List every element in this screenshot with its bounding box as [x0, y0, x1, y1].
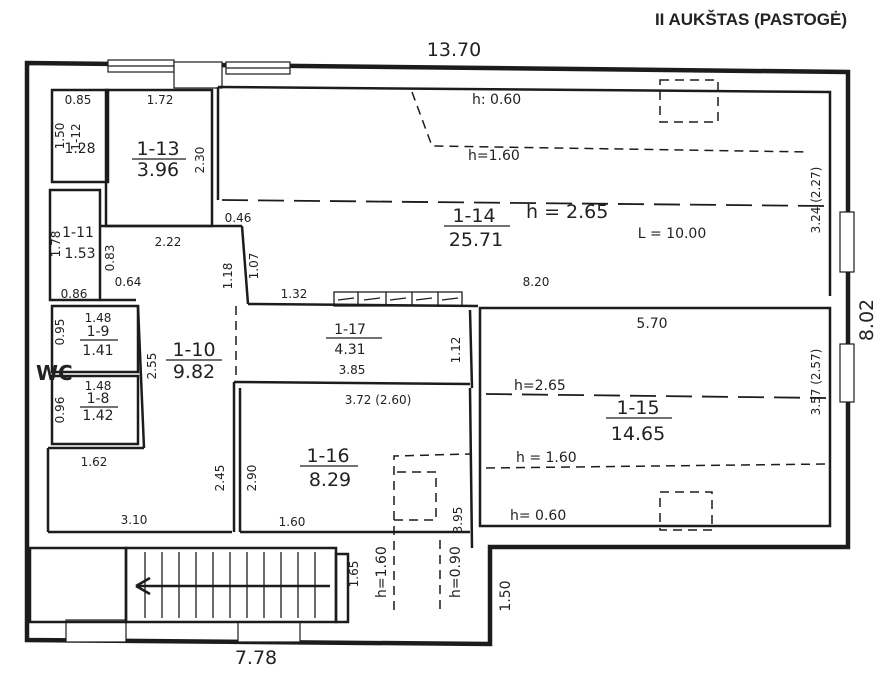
svg-text:h=1.60: h=1.60	[468, 148, 520, 164]
room-area: 8.29	[309, 469, 351, 491]
dim-right-height: 8.02	[856, 299, 878, 341]
svg-text:1.32: 1.32	[281, 287, 308, 301]
svg-text:3.85: 3.85	[339, 363, 366, 377]
plan-title: II AUKŠTAS (PASTOGĖ)	[654, 10, 847, 29]
svg-text:3.57 (2.57): 3.57 (2.57)	[809, 349, 823, 416]
svg-text:1.78: 1.78	[49, 231, 63, 258]
room-area: 1.41	[82, 343, 113, 359]
room-1-13: 1-13 3.96	[132, 138, 186, 181]
room-1-17: 1-17 4.31	[326, 322, 382, 358]
room-area: 4.31	[334, 342, 365, 358]
room-1-11: 1-11 1.53	[62, 225, 95, 262]
svg-text:L = 10.00: L = 10.00	[638, 226, 707, 242]
window-bottom-2	[237, 621, 301, 643]
window-right-1	[839, 211, 855, 273]
svg-text:h=0.90: h=0.90	[448, 546, 464, 598]
room-area: 3.96	[137, 159, 179, 181]
svg-text:1.62: 1.62	[81, 455, 108, 469]
room-area: 25.71	[449, 229, 503, 251]
svg-text:1.60: 1.60	[279, 515, 306, 529]
room-id: 1-8	[87, 391, 110, 407]
svg-text:0.46: 0.46	[225, 211, 252, 225]
window-bottom-1	[65, 619, 127, 643]
room-area: 14.65	[611, 423, 665, 445]
svg-text:1.50: 1.50	[53, 123, 67, 150]
svg-text:0.96: 0.96	[53, 397, 67, 424]
svg-text:2.22: 2.22	[155, 235, 182, 249]
dim-stair-side: 1.50	[498, 580, 514, 611]
measurements: 0.85 1.50 1.72 2.30 0.46 2.22 1.78 0.83 …	[49, 93, 823, 587]
svg-text:3.24 (2.27): 3.24 (2.27)	[809, 167, 823, 234]
room-id: 1-9	[87, 324, 110, 340]
svg-text:0.83: 0.83	[103, 245, 117, 272]
wc-label: WC	[36, 361, 73, 385]
interior-walls	[46, 85, 832, 549]
room-id: 1-15	[616, 397, 659, 419]
svg-text:2.30: 2.30	[193, 147, 207, 174]
dim-top-width: 13.70	[427, 39, 481, 61]
window-top-3	[225, 61, 291, 75]
room-1-12: 1-12 1.28	[64, 123, 95, 157]
svg-text:1.65: 1.65	[347, 561, 361, 588]
svg-text:0.95: 0.95	[53, 319, 67, 346]
svg-text:0.86: 0.86	[61, 287, 88, 301]
room-area: 9.82	[173, 361, 215, 383]
room-1-8: 1-8 1.42	[80, 391, 118, 424]
svg-text:3.10: 3.10	[121, 513, 148, 527]
svg-text:h = 2.65: h = 2.65	[526, 201, 608, 223]
height-lines	[221, 79, 827, 612]
room-id: 1-16	[306, 445, 349, 467]
room-id: 1-13	[136, 138, 179, 160]
svg-text:h= 0.60: h= 0.60	[510, 508, 566, 524]
svg-text:1.48: 1.48	[85, 379, 112, 393]
svg-text:1.18: 1.18	[221, 263, 235, 290]
room-area: 1.53	[64, 246, 95, 262]
room-1-14: 1-14 25.71	[444, 205, 510, 251]
svg-text:5.70: 5.70	[636, 316, 667, 332]
svg-text:h=2.65: h=2.65	[514, 378, 566, 394]
room-id: 1-10	[172, 339, 215, 361]
dim-bottom-width: 7.78	[235, 647, 277, 669]
room-id: 1-11	[62, 225, 94, 241]
room-id: 1-12	[69, 123, 83, 150]
room-id: 1-14	[452, 205, 495, 227]
svg-text:h: 0.60: h: 0.60	[472, 92, 521, 108]
svg-text:3.72 (2.60): 3.72 (2.60)	[345, 393, 412, 407]
outer-walls	[24, 60, 851, 647]
svg-text:1.72: 1.72	[147, 93, 174, 107]
svg-text:2.55: 2.55	[145, 353, 159, 380]
room-area: 1.42	[82, 408, 113, 424]
svg-text:2.45: 2.45	[213, 465, 227, 492]
svg-text:0.85: 0.85	[65, 93, 92, 107]
vent-ducts	[333, 291, 463, 307]
svg-text:1.07: 1.07	[247, 253, 261, 280]
svg-text:h=1.60: h=1.60	[374, 546, 390, 598]
room-1-15: 1-15 14.65	[606, 397, 672, 445]
room-1-16: 1-16 8.29	[300, 445, 358, 491]
staircase	[28, 546, 350, 624]
window-right-2	[839, 343, 855, 403]
svg-text:h = 1.60: h = 1.60	[516, 450, 577, 466]
window-top-1	[107, 59, 175, 73]
window-top-2	[173, 61, 223, 89]
svg-text:8.20: 8.20	[523, 275, 550, 289]
room-area: 1.28	[64, 141, 95, 157]
svg-text:0.64: 0.64	[115, 275, 142, 289]
svg-text:2.90: 2.90	[245, 465, 259, 492]
room-1-10: 1-10 9.82	[166, 339, 222, 383]
svg-text:3.95: 3.95	[451, 507, 465, 534]
svg-text:1.12: 1.12	[449, 337, 463, 364]
heights: h: 0.60 h=1.60 h = 2.65 h=2.65 h = 1.60 …	[374, 92, 608, 598]
room-1-9: 1-9 1.41	[80, 324, 118, 359]
svg-text:1.48: 1.48	[85, 311, 112, 325]
room-id: 1-17	[334, 322, 366, 338]
